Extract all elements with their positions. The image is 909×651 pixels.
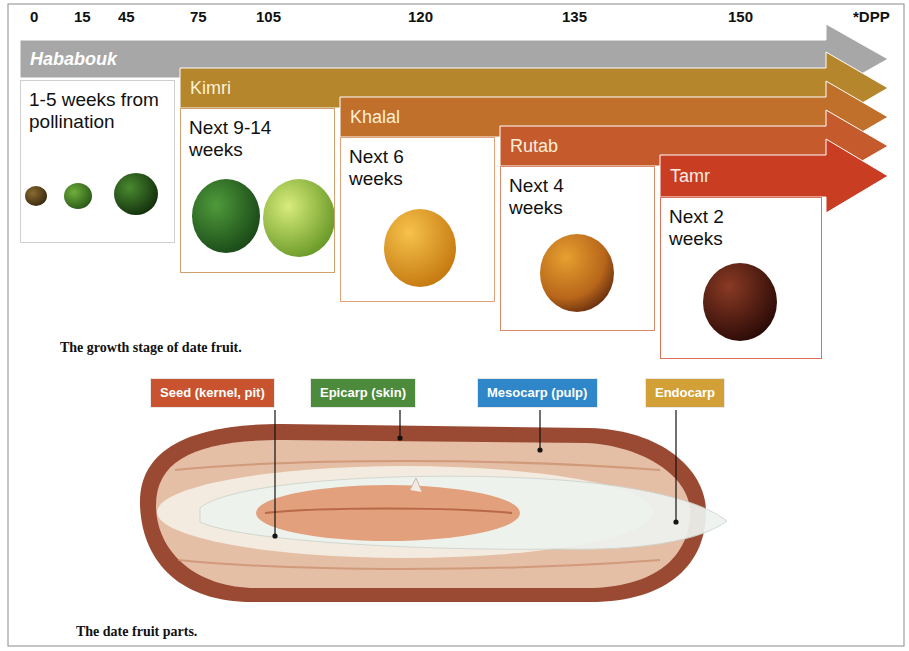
node-text: 1-5 weeks from pollination xyxy=(29,89,166,133)
part-label-box: Endocarp xyxy=(645,378,725,408)
node-text: Next 6 weeks xyxy=(349,146,449,190)
duration-box: Next 4 weeks xyxy=(500,166,655,331)
date-cross-section xyxy=(140,424,727,602)
node-text: Epicarp (skin) xyxy=(320,379,406,407)
node-text: Seed (kernel, pit) xyxy=(160,379,265,407)
part-label-box: Seed (kernel, pit) xyxy=(150,378,275,408)
part-label-box: Epicarp (skin) xyxy=(310,378,416,408)
fruit-pictures xyxy=(25,173,777,341)
caption-text: The growth stage of date fruit. xyxy=(60,340,242,356)
frame xyxy=(8,4,904,646)
node-text: Next 9-14 weeks xyxy=(189,117,326,161)
duration-box: Next 6 weeks xyxy=(340,137,495,302)
axis-tick: 45 xyxy=(118,8,135,25)
axis-tick: 120 xyxy=(408,8,433,25)
axis-tick: *DPP xyxy=(853,8,890,25)
axis-tick: 105 xyxy=(256,8,281,25)
node-text: Next 4 weeks xyxy=(509,175,609,219)
axis-tick: 150 xyxy=(728,8,753,25)
node-text: Mesocarp (pulp) xyxy=(487,379,588,407)
stage-arrow: Tamr xyxy=(660,155,888,197)
node-text: Tamr xyxy=(660,155,888,197)
duration-box: 1-5 weeks from pollination xyxy=(20,80,175,243)
node-text: Endocarp xyxy=(655,379,715,407)
part-label-box: Mesocarp (pulp) xyxy=(477,378,598,408)
axis-tick: 135 xyxy=(562,8,587,25)
node-text: Next 2 weeks xyxy=(669,206,769,250)
axis-tick: 15 xyxy=(74,8,91,25)
caption-text: The date fruit parts. xyxy=(76,624,197,640)
leader-lines xyxy=(273,410,678,538)
duration-box: Next 2 weeks xyxy=(660,197,822,359)
axis-tick: 0 xyxy=(30,8,38,25)
duration-box: Next 9-14 weeks xyxy=(180,108,335,273)
axis-tick: 75 xyxy=(190,8,207,25)
